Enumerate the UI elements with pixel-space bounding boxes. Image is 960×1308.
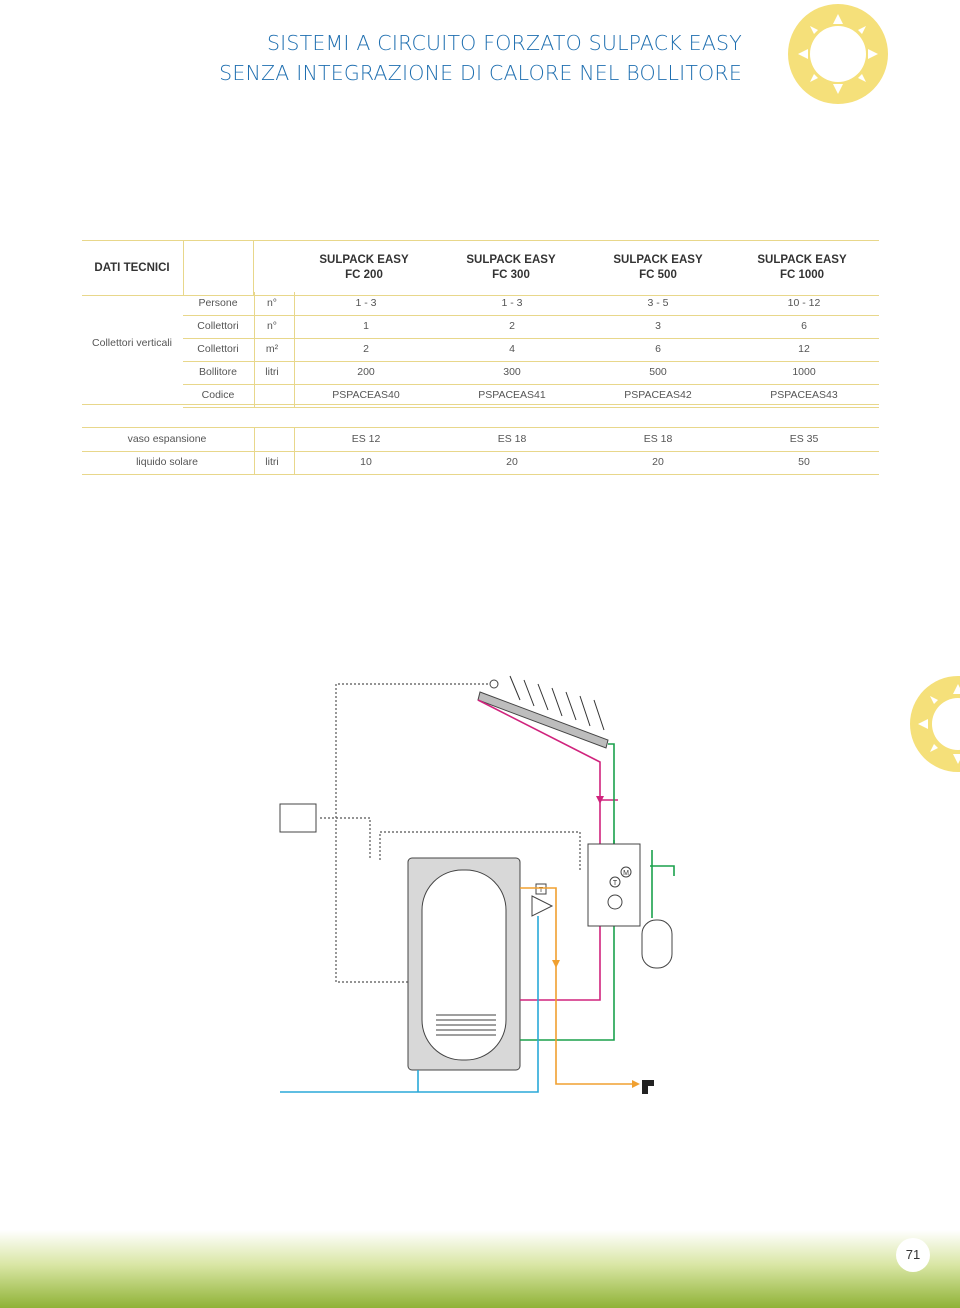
- spec-value: PSPACEAS42: [624, 389, 692, 401]
- solar-collector-icon: [477, 675, 609, 749]
- ground-strip: [0, 1230, 960, 1308]
- expansion-vessel-icon: [641, 919, 673, 969]
- spec-value: PSPACEAS40: [332, 389, 400, 401]
- accessory-value: ES 18: [497, 433, 527, 445]
- spec-unit: n°: [266, 297, 278, 309]
- svg-text:T: T: [613, 880, 618, 887]
- accessory-row: vaso espansione ES 12 ES 18 ES 18 ES 35: [82, 428, 879, 452]
- accessory-value: ES 35: [789, 433, 819, 445]
- sun-side-icon: [910, 676, 960, 772]
- storage-tank-icon: [407, 857, 521, 1071]
- svg-text:M: M: [623, 870, 629, 877]
- spec-value: 1 - 3: [355, 297, 377, 309]
- spec-unit: m²: [265, 343, 279, 355]
- accessory-value: 20: [506, 456, 518, 468]
- svg-text:T: T: [539, 887, 544, 894]
- title-line-1: SISTEMI A CIRCUITO FORZATO SULPACK EASY: [266, 31, 742, 55]
- accessory-name: liquido solare: [136, 456, 198, 468]
- hydraulic-diagram: T M T: [279, 675, 675, 1094]
- spec-value: 1000: [792, 366, 816, 378]
- accessory-row: liquido solare litri 10 20 20 50: [82, 451, 879, 475]
- sun-logo-icon: [788, 4, 888, 104]
- spec-value: 500: [649, 366, 667, 378]
- spec-value: 1 - 3: [501, 297, 523, 309]
- accessory-value: ES 18: [643, 433, 673, 445]
- spec-name: Codice: [201, 389, 235, 401]
- spec-name: Bollitore: [199, 366, 237, 378]
- spec-row: Codice PSPACEAS40 PSPACEAS41 PSPACEAS42 PSPA…: [183, 384, 879, 408]
- spec-row: Collettori n° 1 2 3 6: [183, 315, 879, 339]
- spec-value: 12: [798, 343, 810, 355]
- spec-name: Collettori: [197, 343, 239, 355]
- page-number: 71: [896, 1238, 930, 1272]
- spec-value: 2: [363, 343, 369, 355]
- accessory-value: 10: [360, 456, 372, 468]
- accessory-value: 50: [798, 456, 810, 468]
- spec-value: 3 - 5: [647, 297, 669, 309]
- spec-value: PSPACEAS43: [770, 389, 838, 401]
- spec-value: 2: [509, 320, 515, 332]
- spec-row: Collettori m² 2 4 6 12: [183, 338, 879, 362]
- header-dati-tecnici: DATI TECNICI: [94, 261, 170, 274]
- spec-value: 300: [503, 366, 521, 378]
- spec-unit: litri: [265, 366, 279, 378]
- group-label: Collettori verticali: [92, 337, 172, 349]
- spec-name: Collettori: [197, 320, 239, 332]
- spec-value: PSPACEAS41: [478, 389, 546, 401]
- spec-value: 1: [363, 320, 369, 332]
- accessory-unit: litri: [265, 456, 279, 468]
- controller-box: [279, 803, 317, 833]
- page-title: SISTEMI A CIRCUITO FORZATO SULPACK EASY …: [0, 28, 742, 88]
- spec-value: 4: [509, 343, 515, 355]
- spec-value: 6: [655, 343, 661, 355]
- accessory-value: ES 12: [351, 433, 381, 445]
- tap-icon: [642, 1080, 654, 1094]
- spec-name: Persone: [198, 297, 238, 309]
- mixing-valve-icon: T: [531, 883, 554, 917]
- spec-row: Persone n° 1 - 3 1 - 3 3 - 5 10 - 12: [183, 292, 879, 316]
- accessory-value: 20: [652, 456, 664, 468]
- spec-value: 200: [357, 366, 375, 378]
- spec-value: 10 - 12: [787, 297, 821, 309]
- spec-value: 3: [655, 320, 661, 332]
- accessory-name: vaso espansione: [127, 433, 207, 445]
- spec-row: Bollitore litri 200 300 500 1000: [183, 361, 879, 385]
- spec-unit: n°: [266, 320, 278, 332]
- spec-value: 6: [801, 320, 807, 332]
- title-line-2: SENZA INTEGRAZIONE DI CALORE NEL BOLLITO…: [219, 61, 742, 85]
